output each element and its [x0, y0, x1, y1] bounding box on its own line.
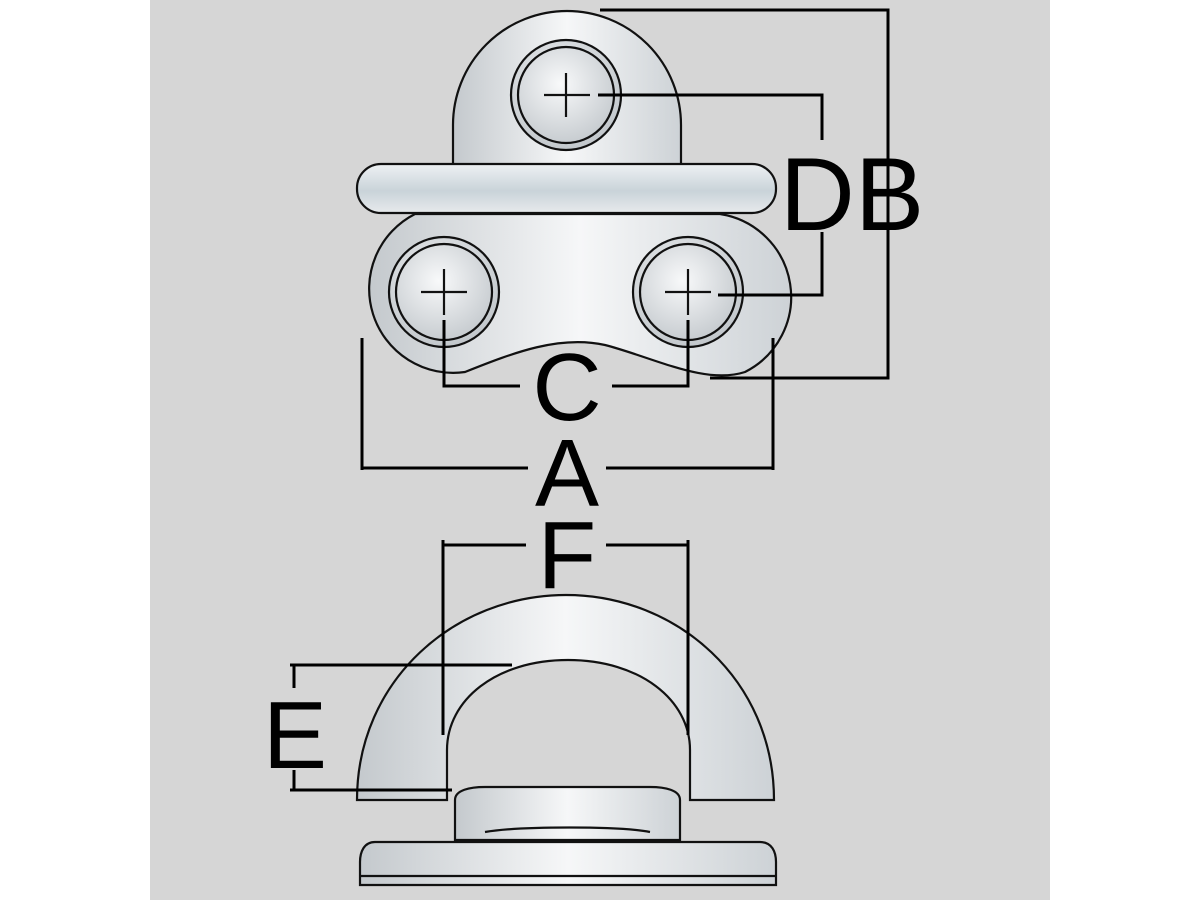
dimension-a: A	[360, 338, 775, 527]
eye-loop	[355, 593, 776, 802]
boss	[453, 785, 682, 842]
side-view	[355, 593, 778, 887]
label-db: DB	[780, 137, 924, 253]
dimension-db: DB	[598, 8, 924, 380]
top-view	[355, 9, 793, 377]
label-c: C	[532, 334, 601, 441]
dimension-e: E	[263, 663, 512, 792]
screw-right	[631, 235, 745, 349]
dimension-f: F	[441, 502, 690, 735]
label-f: F	[538, 502, 597, 609]
ring-bar	[355, 162, 778, 215]
label-a: A	[535, 420, 599, 527]
dimension-c: C	[442, 320, 690, 441]
flange	[358, 840, 778, 887]
label-e: E	[263, 682, 327, 789]
